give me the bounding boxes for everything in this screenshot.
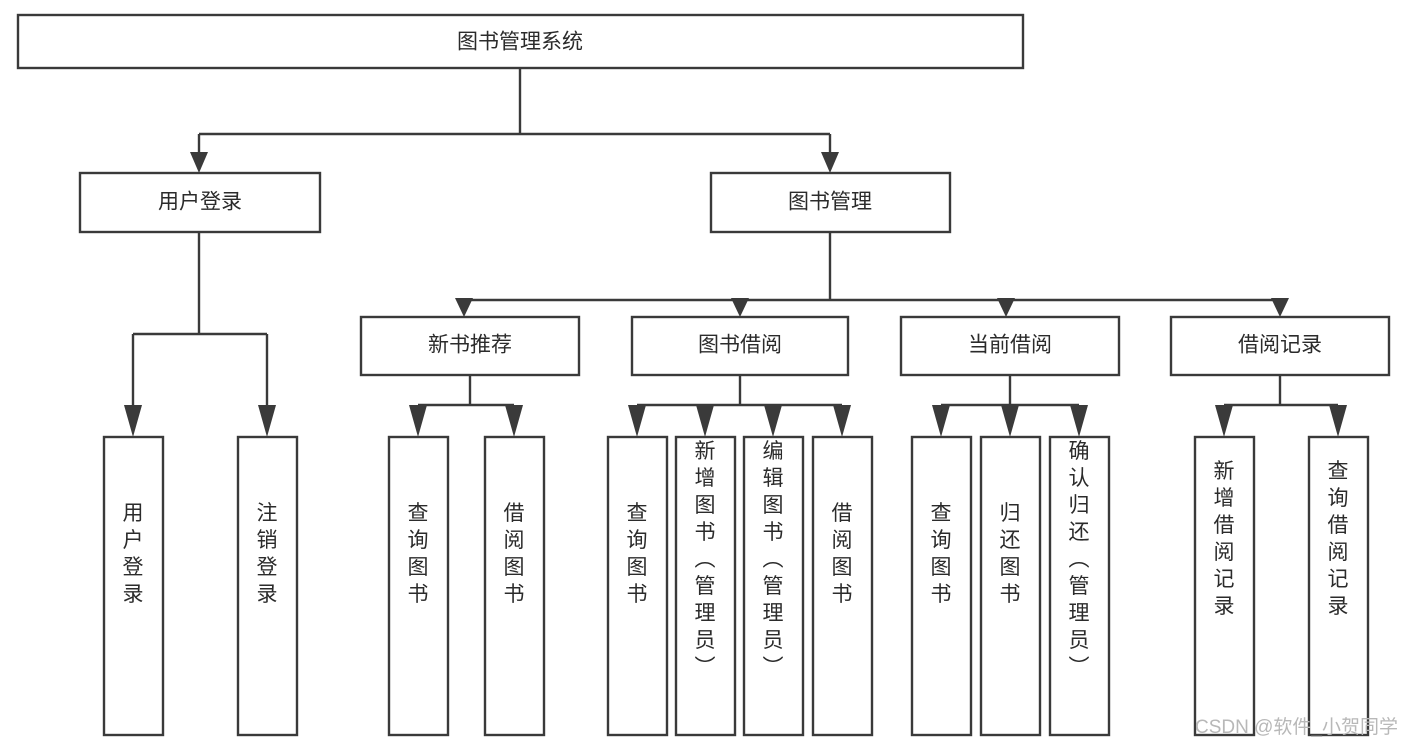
node-borrow-record[interactable]: 借阅记录 — [1169, 315, 1391, 377]
node-current-borrow-label: 当前借阅 — [968, 334, 1052, 357]
arrowhead-leaf-edit-book — [764, 405, 782, 437]
leaf-borrow-book-label: 借阅图书 — [832, 502, 853, 606]
leaf-add-book-box[interactable] — [674, 435, 737, 737]
node-book-management-label: 图书管理 — [788, 191, 872, 214]
leaf-query-book-borrow-box[interactable] — [606, 435, 669, 737]
leaf-confirm-return[interactable]: 确认归还︵管理员︶ — [1048, 435, 1111, 737]
leaf-logout-label: 注销登录 — [257, 502, 278, 606]
node-user-login-label: 用户登录 — [158, 191, 242, 214]
arrowhead-leaf-confirm-return — [1070, 405, 1088, 437]
leaf-user-login[interactable]: 用户登录 — [102, 435, 165, 737]
arrowhead-leaf-query-record — [1329, 405, 1347, 437]
arrowhead-leaf-logout — [258, 405, 276, 437]
node-user-login[interactable]: 用户登录 — [78, 171, 322, 234]
leaf-query-book-current-label: 查询图书 — [931, 502, 952, 606]
node-new-book-recommend[interactable]: 新书推荐 — [359, 315, 581, 377]
leaf-confirm-return-label: 确认归还︵管理员︶ — [1069, 440, 1090, 679]
node-book-borrow-label: 图书借阅 — [698, 334, 782, 357]
leaf-borrow-book[interactable]: 借阅图书 — [811, 435, 874, 737]
leaf-query-borrow-record-label: 查询借阅记录 — [1328, 460, 1349, 618]
node-book-management-box[interactable] — [709, 171, 952, 234]
leaf-return-book[interactable]: 归还图书 — [979, 435, 1042, 737]
leaf-query-borrow-record[interactable]: 查询借阅记录 — [1307, 435, 1370, 737]
leaf-return-book-label: 归还图书 — [1000, 502, 1021, 606]
leaf-query-book-recommend-box[interactable] — [387, 435, 450, 737]
leaf-add-borrow-record[interactable]: 新增借阅记录 — [1193, 435, 1256, 737]
leaf-edit-book-box[interactable] — [742, 435, 805, 737]
leaf-query-book-borrow-label: 查询图书 — [627, 502, 648, 606]
leaf-query-book-recommend[interactable]: 查询图书 — [387, 435, 450, 737]
leaf-borrow-book-box[interactable] — [811, 435, 874, 737]
arrowhead-bookmgmt — [821, 152, 839, 173]
arrowhead-leaf-query-book-2 — [628, 405, 646, 437]
leaf-borrow-book-recommend-box[interactable] — [483, 435, 546, 737]
node-current-borrow[interactable]: 当前借阅 — [899, 315, 1121, 377]
node-user-login-box[interactable] — [78, 171, 322, 234]
arrowhead-leaf-add-book — [696, 405, 714, 437]
arrowhead-leaf-borrow-book-1 — [505, 405, 523, 437]
node-root-box[interactable] — [16, 13, 1025, 70]
leaf-query-book-current-box[interactable] — [910, 435, 973, 737]
connectors-layer — [124, 68, 1347, 437]
arrowhead-leaf-query-book-1 — [409, 405, 427, 437]
leaf-confirm-return-box[interactable] — [1048, 435, 1111, 737]
arrowhead-leaf-return-book — [1001, 405, 1019, 437]
arrowhead-currentborrow — [997, 298, 1015, 317]
leaf-logout-box[interactable] — [236, 435, 299, 737]
leaf-return-book-box[interactable] — [979, 435, 1042, 737]
node-root[interactable]: 图书管理系统 — [16, 13, 1025, 70]
arrowhead-leaf-add-record — [1215, 405, 1233, 437]
leaf-query-book-recommend-label: 查询图书 — [408, 502, 429, 606]
leaf-add-book-label: 新增图书︵管理员︶ — [695, 440, 716, 679]
arrowhead-newbook — [455, 298, 473, 317]
leaf-add-book[interactable]: 新增图书︵管理员︶ — [674, 435, 737, 737]
node-new-book-recommend-label: 新书推荐 — [428, 334, 512, 357]
csdn-watermark: CSDN @软件_小贺同学 — [1195, 716, 1398, 738]
leaf-user-login-box[interactable] — [102, 435, 165, 737]
leaf-query-book-borrow[interactable]: 查询图书 — [606, 435, 669, 737]
leaf-user-login-label: 用户登录 — [123, 502, 144, 606]
node-book-borrow-box[interactable] — [630, 315, 850, 377]
leaf-query-borrow-record-box[interactable] — [1307, 435, 1370, 737]
leaf-add-borrow-record-label: 新增借阅记录 — [1214, 460, 1235, 618]
node-current-borrow-box[interactable] — [899, 315, 1121, 377]
node-new-book-recommend-box[interactable] — [359, 315, 581, 377]
arrowhead-leaf-borrow-book-2 — [833, 405, 851, 437]
leaf-edit-book-label: 编辑图书︵管理员︶ — [763, 440, 784, 679]
arrowhead-leaf-user-login — [124, 405, 142, 437]
arrowhead-bookborrow — [731, 298, 749, 317]
node-book-management[interactable]: 图书管理 — [709, 171, 952, 234]
leaf-borrow-book-recommend-label: 借阅图书 — [504, 502, 525, 606]
arrowhead-userlogin — [190, 152, 208, 173]
leaf-add-borrow-record-box[interactable] — [1193, 435, 1256, 737]
node-book-borrow[interactable]: 图书借阅 — [630, 315, 850, 377]
arrowhead-borrowrecord — [1271, 298, 1289, 317]
leaf-borrow-book-recommend[interactable]: 借阅图书 — [483, 435, 546, 737]
leaf-query-book-current[interactable]: 查询图书 — [910, 435, 973, 737]
leaf-edit-book[interactable]: 编辑图书︵管理员︶ — [742, 435, 805, 737]
node-borrow-record-box[interactable] — [1169, 315, 1391, 377]
node-borrow-record-label: 借阅记录 — [1238, 334, 1322, 357]
node-root-label: 图书管理系统 — [457, 31, 583, 54]
arrowhead-leaf-query-book-3 — [932, 405, 950, 437]
leaf-logout[interactable]: 注销登录 — [236, 435, 299, 737]
